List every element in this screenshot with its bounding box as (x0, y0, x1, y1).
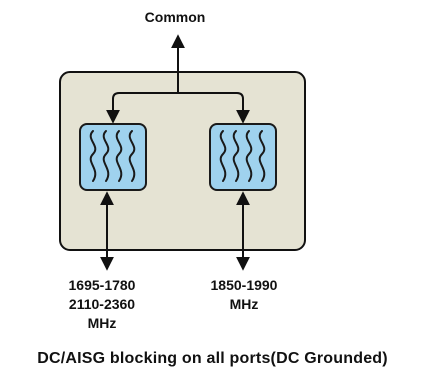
filter-block-1 (79, 123, 147, 191)
port-1-label-line: 1695-1780 (68, 277, 136, 293)
diagram-caption: DC/AISG blocking on all ports(DC Grounde… (37, 350, 388, 367)
bandpass-filter-icon (219, 130, 266, 182)
port-1-frequency-label: 1695-1780 2110-2360 MHz (47, 276, 157, 333)
common-port-label: Common (144, 9, 206, 25)
bandpass-filter-icon (89, 130, 136, 182)
internal-bus-line (112, 92, 244, 117)
port-2-frequency-label: 1850-1990 MHz (189, 276, 299, 314)
port-1-label-line: 2110-2360 (68, 296, 136, 312)
port-2-label-line: 1850-1990 (210, 277, 278, 293)
port-1-label-line: MHz (87, 315, 117, 331)
port-2-label-line: MHz (229, 296, 259, 312)
filter-block-2 (209, 123, 277, 191)
